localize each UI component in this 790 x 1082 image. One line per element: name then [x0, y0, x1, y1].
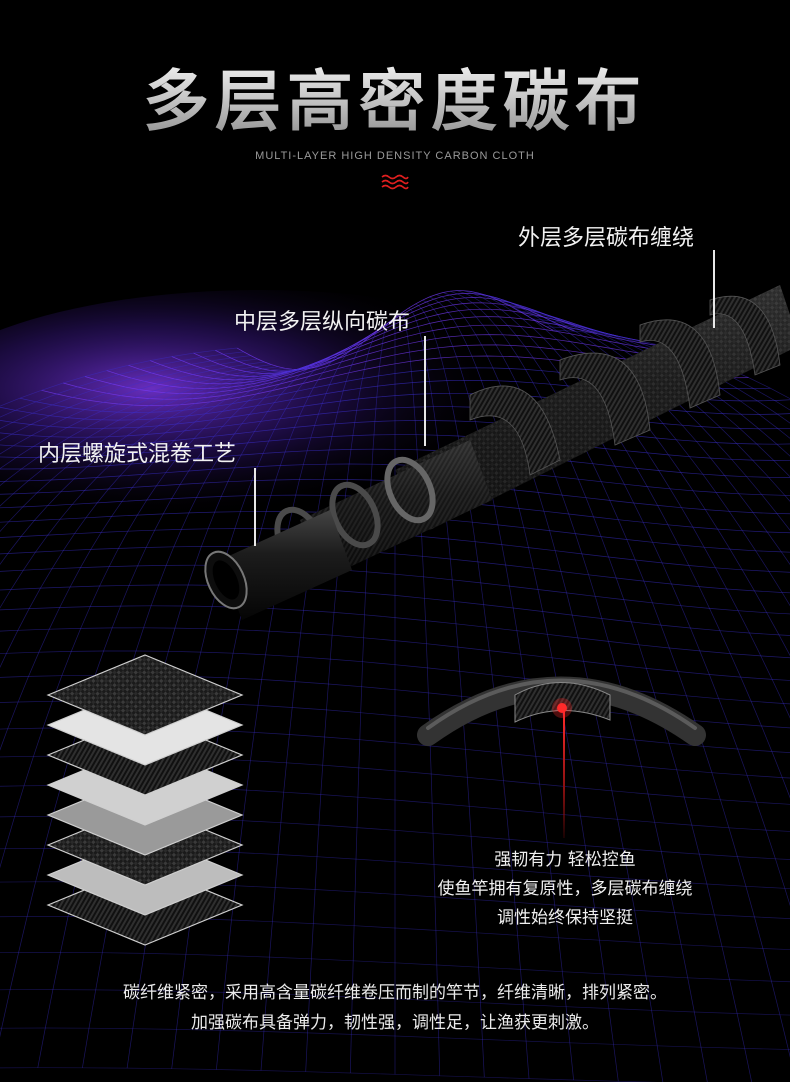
grid-column-line	[456, 290, 790, 1058]
page-title: 多层高密度碳布	[0, 48, 790, 144]
feature-description: 强韧有力 轻松控鱼 使鱼竿拥有复原性，多层碳布缠绕 调性始终保持坚挺	[400, 846, 730, 933]
grid-column-line	[415, 303, 530, 1079]
grid-row-line	[0, 650, 790, 705]
grid-column-line	[0, 363, 327, 869]
grid-column-line	[0, 366, 279, 487]
grid-row-line	[106, 324, 684, 389]
outer-layer-label: 外层多层碳布缠绕	[518, 226, 695, 251]
grid-row-line	[0, 420, 790, 448]
grid-row-line	[193, 297, 597, 374]
grid-row-line	[0, 848, 790, 889]
grid-row-line	[0, 392, 790, 429]
page-subtitle: MULTI-LAYER HIGH DENSITY CARBON CLOTH	[255, 150, 535, 162]
inner-layer-leader	[254, 468, 256, 546]
grid-column-line	[449, 290, 753, 1082]
grid-row-line	[0, 755, 790, 805]
grid-column-line	[0, 368, 293, 533]
grid-row-line	[0, 916, 790, 950]
grid-column-line	[497, 299, 790, 565]
grid-column-line	[491, 296, 790, 607]
grid-row-line	[215, 293, 575, 372]
grid-row-line	[0, 989, 790, 1016]
grid-column-line	[0, 355, 251, 429]
grid-column-line	[0, 365, 320, 751]
grid-row-line	[0, 448, 790, 478]
grid-row-line	[0, 881, 790, 919]
middle-layer-label: 中层多层纵向碳布	[234, 310, 411, 335]
bent-rod-illustration	[417, 676, 706, 746]
footer-text: 碳纤维紧密，采用高含量碳纤维卷压而制的竿节，纤维清晰，排列紧密。 加强碳布具备弹…	[0, 978, 790, 1038]
grid-row-line	[0, 584, 790, 636]
grid-row-line	[0, 674, 790, 729]
bend-indicator-line	[563, 712, 565, 838]
grid-column-line	[0, 368, 306, 609]
grid-row-line	[0, 1027, 790, 1050]
rod-outer-section	[395, 285, 790, 530]
grid-row-line	[0, 785, 790, 832]
grid-row-line	[0, 727, 790, 779]
grid-column-line	[422, 299, 574, 1081]
grid-column-line	[484, 294, 790, 657]
grid-column-line	[0, 361, 265, 455]
footer-line-2: 加强碳布具备弹力，韧性强，调性足，让渔获更刺激。	[191, 1013, 599, 1033]
grid-column-line	[0, 367, 286, 507]
grid-row-line	[63, 344, 727, 400]
grid-column-line	[442, 292, 708, 1082]
grid-column-line	[0, 351, 244, 418]
grid-row-line	[0, 564, 790, 615]
feature-line-2: 使鱼竿拥有复原性，多层碳布缠绕	[437, 879, 693, 899]
grid-row-line	[84, 334, 706, 394]
grid-row-line	[0, 434, 790, 461]
outer-layer-leader	[713, 250, 715, 328]
grid-row-line	[236, 290, 554, 370]
footer-line-1: 碳纤维紧密，采用高含量碳纤维卷压而制的竿节，纤维清晰，排列紧密。	[123, 983, 667, 1003]
grid-column-line	[0, 347, 238, 407]
middle-layer-leader	[424, 336, 426, 446]
grid-row-line	[0, 700, 790, 753]
rod-inner-section	[204, 510, 352, 620]
grid-row-line	[0, 1067, 658, 1082]
grid-column-line	[436, 294, 664, 1082]
grid-column-line	[470, 291, 790, 799]
grid-column-line	[518, 310, 790, 478]
grid-column-line	[504, 303, 790, 531]
grid-row-line	[0, 406, 790, 438]
grid-row-line	[149, 308, 640, 381]
grid-row-line	[0, 605, 790, 659]
grid-row-line	[0, 815, 790, 860]
grid-row-line	[0, 952, 790, 983]
grid-row-line	[0, 546, 790, 594]
feature-line-3: 调性始终保持坚挺	[497, 908, 633, 928]
grid-column-line	[0, 358, 258, 442]
grid-row-line	[128, 316, 662, 385]
grid-column-line	[0, 367, 313, 669]
grid-column-line	[477, 292, 790, 719]
grid-column-line	[0, 360, 334, 1038]
grid-column-line	[0, 364, 272, 469]
grid-column-line	[511, 306, 790, 502]
grid-row-line	[171, 302, 619, 377]
grid-column-line	[429, 296, 619, 1082]
grid-row-line	[0, 627, 790, 681]
carbon-sheet-stack	[46, 654, 244, 946]
inner-layer-label: 内层螺旋式混卷工艺	[38, 442, 237, 467]
grid-column-line	[0, 369, 299, 565]
feature-line-1: 强韧有力 轻松控鱼	[494, 850, 636, 870]
wave-icon	[381, 174, 409, 190]
grid-column-line	[463, 290, 790, 907]
carbon-sheet	[46, 654, 244, 736]
